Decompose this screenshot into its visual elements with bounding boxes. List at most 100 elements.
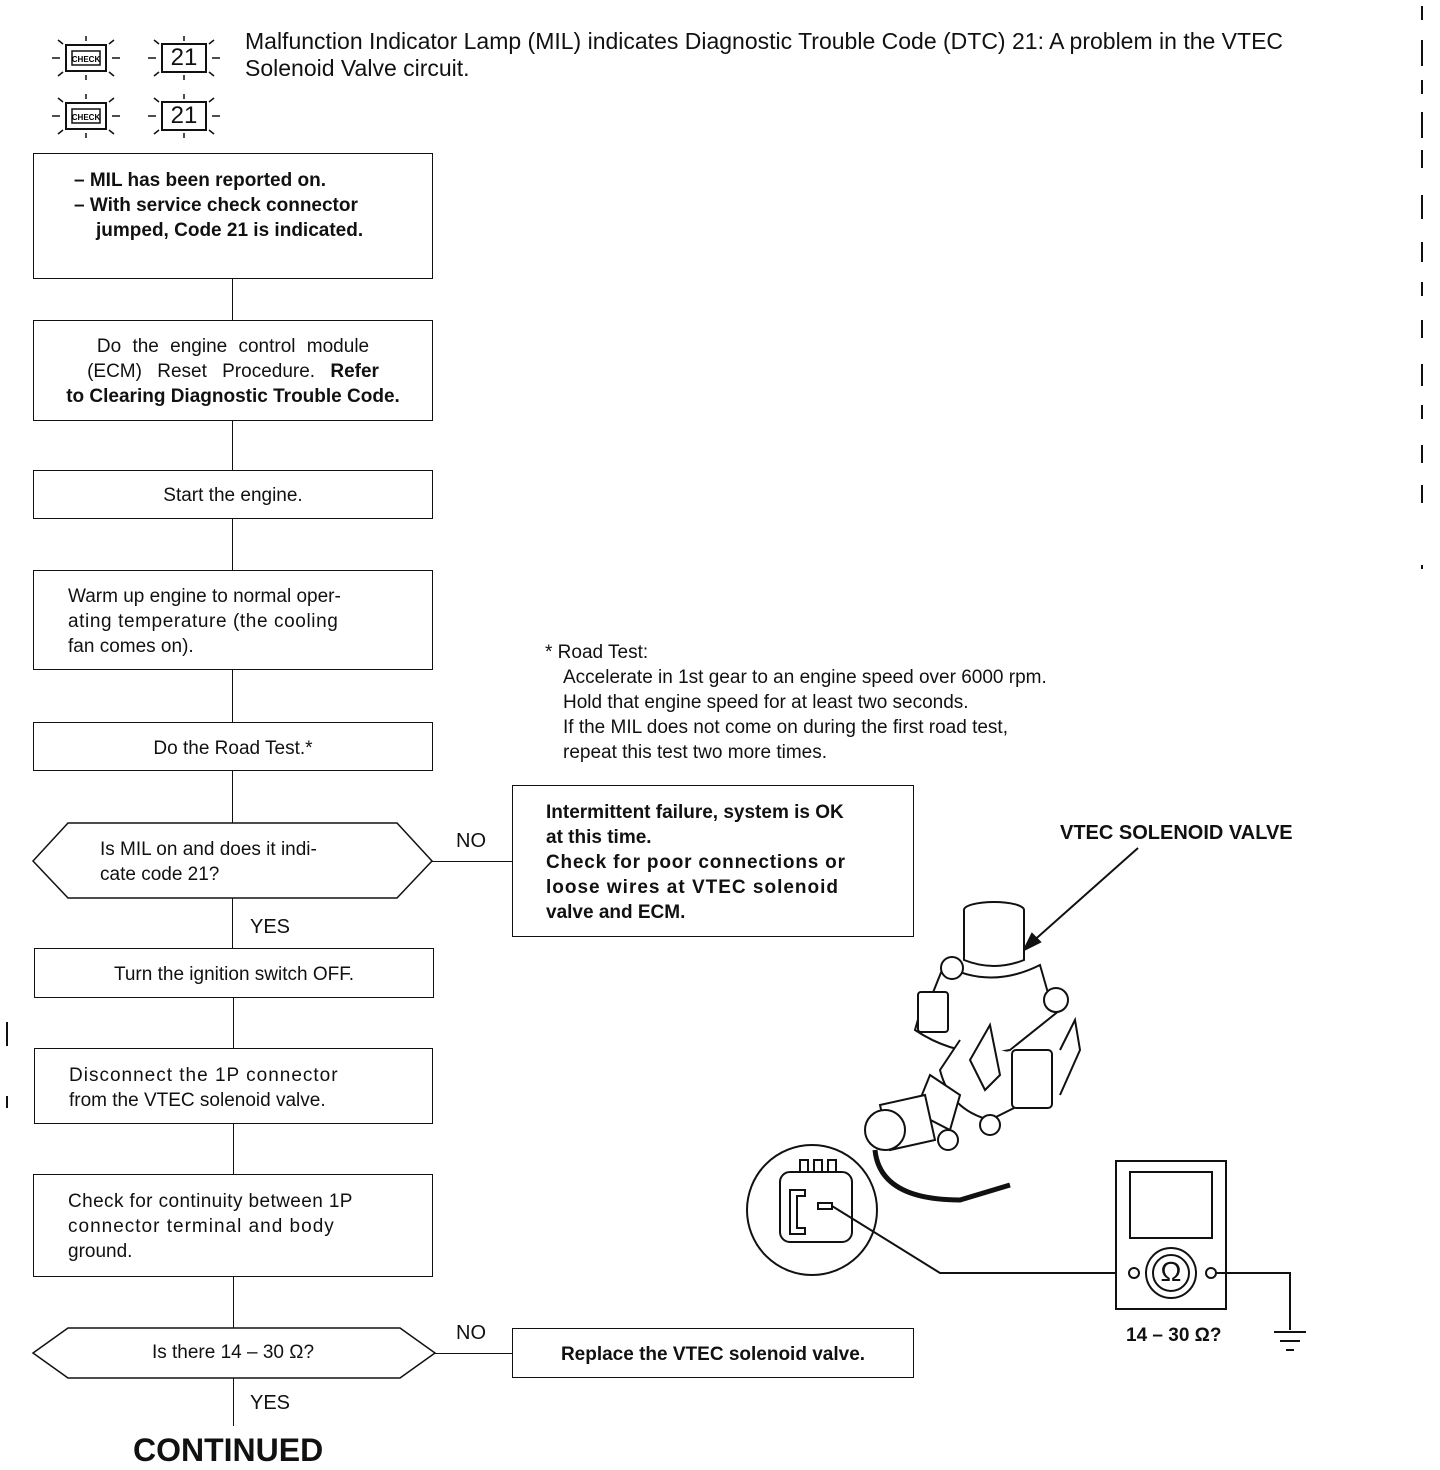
result-intermittent-box: Intermittent failure, system is OK at th… xyxy=(512,785,914,937)
step-text: jumped, Code 21 is indicated. xyxy=(96,220,364,241)
dtc-description-line: Solenoid Valve circuit. xyxy=(245,55,470,81)
flow-connector xyxy=(232,670,233,722)
page-edge-mark xyxy=(1421,320,1423,338)
page-edge-mark xyxy=(1421,112,1423,138)
page-edge-mark xyxy=(1421,6,1423,20)
flow-connector-no xyxy=(432,861,512,862)
page-edge-mark xyxy=(1421,364,1423,386)
page-edge-mark xyxy=(1421,282,1423,296)
step-continuity-box: Check for continuity between 1P connecto… xyxy=(33,1174,433,1277)
check-engine-lamp-icon: CHECK xyxy=(52,94,120,138)
flow-connector xyxy=(232,771,233,823)
page-edge-mark xyxy=(1421,242,1423,262)
step-ecm-reset-box: Do the engine control module (ECM) Reset… xyxy=(33,320,433,421)
step-text: from the VTEC solenoid valve. xyxy=(69,1090,326,1111)
page-edge-mark xyxy=(1421,150,1423,168)
page-edge-mark xyxy=(1421,80,1423,94)
check-engine-lamp-icon: CHECK xyxy=(52,36,120,80)
solenoid-valve-body xyxy=(864,901,1082,1152)
road-test-line: Hold that engine speed for at least two … xyxy=(563,692,969,713)
step-symptom-box: – MIL has been reported on. – With servi… xyxy=(33,153,433,279)
flow-connector-no xyxy=(435,1353,512,1354)
flow-connector xyxy=(232,279,233,320)
step-text: ground. xyxy=(68,1241,133,1262)
step-text-part: (ECM) Reset Procedure. xyxy=(87,361,316,382)
ohm-symbol: Ω xyxy=(1160,1256,1182,1287)
yes-label: YES xyxy=(250,916,291,938)
flow-connector-yes xyxy=(232,898,233,948)
flow-connector xyxy=(232,421,233,470)
step-disconnect-box: Disconnect the 1P connector from the VTE… xyxy=(34,1048,433,1124)
code-display-value: 21 xyxy=(170,44,198,71)
road-test-line: Accelerate in 1st gear to an engine spee… xyxy=(563,667,1047,688)
step-text: Do the Road Test.* xyxy=(153,738,313,759)
code-display-value: 21 xyxy=(170,102,198,129)
check-icon-label: CHECK xyxy=(72,55,101,64)
flow-connector xyxy=(233,998,234,1048)
code-display-icon xyxy=(148,36,220,80)
step-text: Disconnect the 1P connector xyxy=(69,1065,339,1086)
step-text: (ECM) Reset Procedure. Refer xyxy=(34,359,432,384)
result-text: loose wires at VTEC solenoid xyxy=(546,877,840,898)
yes-label: YES xyxy=(250,1392,291,1414)
continued-label: CONTINUED xyxy=(133,1432,324,1468)
dtc-description: Malfunction Indicator Lamp (MIL) indicat… xyxy=(245,28,1415,82)
step-text: connector terminal and body xyxy=(68,1216,335,1237)
result-text: valve and ECM. xyxy=(546,902,686,923)
valve-label: VTEC SOLENOID VALVE xyxy=(1060,822,1293,844)
page-edge-mark xyxy=(1421,40,1423,66)
meter-reading-label: 14 – 30 Ω? xyxy=(1126,1325,1222,1346)
step-text-bold: Refer xyxy=(330,361,379,382)
decision-text: Is there 14 – 30 Ω? xyxy=(70,1340,396,1365)
connector-detail xyxy=(746,1144,878,1276)
leader-arrow xyxy=(1021,847,1139,953)
mil-lamp-icons: CHECK CHECK xyxy=(52,36,220,138)
road-test-title: * Road Test: xyxy=(545,642,649,663)
decision-text-line: Is there 14 – 30 Ω? xyxy=(151,1342,315,1363)
result-text: Intermittent failure, system is OK xyxy=(546,802,844,823)
no-label: NO xyxy=(456,830,486,852)
ground-lead xyxy=(1216,1272,1291,1330)
step-text: – MIL has been reported on. xyxy=(74,170,326,191)
step-text: fan comes on). xyxy=(68,636,194,657)
step-ignition-off-box: Turn the ignition switch OFF. xyxy=(34,948,434,998)
step-text: Start the engine. xyxy=(163,485,303,506)
code-display-icon xyxy=(148,94,220,138)
flow-connector-yes xyxy=(233,1378,234,1426)
step-text: Turn the ignition switch OFF. xyxy=(113,964,355,985)
step-text: Warm up engine to normal oper- xyxy=(68,586,341,607)
harness-wire xyxy=(872,1149,1011,1203)
flow-connector xyxy=(233,1124,234,1174)
flow-connector xyxy=(232,519,233,570)
page-edge-mark xyxy=(1421,195,1423,219)
result-replace-valve-box: Replace the VTEC solenoid valve. xyxy=(512,1328,914,1378)
result-text: Replace the VTEC solenoid valve. xyxy=(560,1344,866,1365)
step-text: Do the engine control module xyxy=(96,336,370,357)
page-edge-mark xyxy=(1421,405,1423,419)
decision-text: Is MIL on and does it indi- cate code 21… xyxy=(70,837,420,887)
road-test-line: If the MIL does not come on during the f… xyxy=(563,717,1008,738)
dtc-description-line: Malfunction Indicator Lamp (MIL) indicat… xyxy=(245,28,1284,54)
page-edge-mark xyxy=(6,1022,8,1046)
decision-text-line: Is MIL on and does it indi- xyxy=(100,839,317,860)
test-lead xyxy=(831,1205,1130,1274)
ohmmeter-icon xyxy=(1115,1160,1227,1310)
page-edge-mark xyxy=(1421,485,1423,503)
result-text: Check for poor connections or xyxy=(546,852,846,873)
page-edge-mark xyxy=(1421,565,1423,569)
no-label: NO xyxy=(456,1322,486,1344)
step-text: – With service check connector xyxy=(74,195,358,216)
step-text: ating temperature (the cooling xyxy=(68,611,339,632)
step-text: to Clearing Diagnostic Trouble Code. xyxy=(66,386,400,407)
step-road-test-box: Do the Road Test.* xyxy=(33,722,433,771)
ground-symbol-icon xyxy=(1274,1331,1306,1351)
result-text: at this time. xyxy=(546,827,652,848)
mil-indicator-group: CHECK CHECK xyxy=(28,18,238,146)
step-start-engine-box: Start the engine. xyxy=(33,470,433,519)
page-edge-mark xyxy=(6,1096,8,1108)
road-test-line: repeat this test two more times. xyxy=(563,742,827,763)
road-test-note: * Road Test: Accelerate in 1st gear to a… xyxy=(545,640,1047,765)
step-warm-up-box: Warm up engine to normal oper- ating tem… xyxy=(33,570,433,670)
